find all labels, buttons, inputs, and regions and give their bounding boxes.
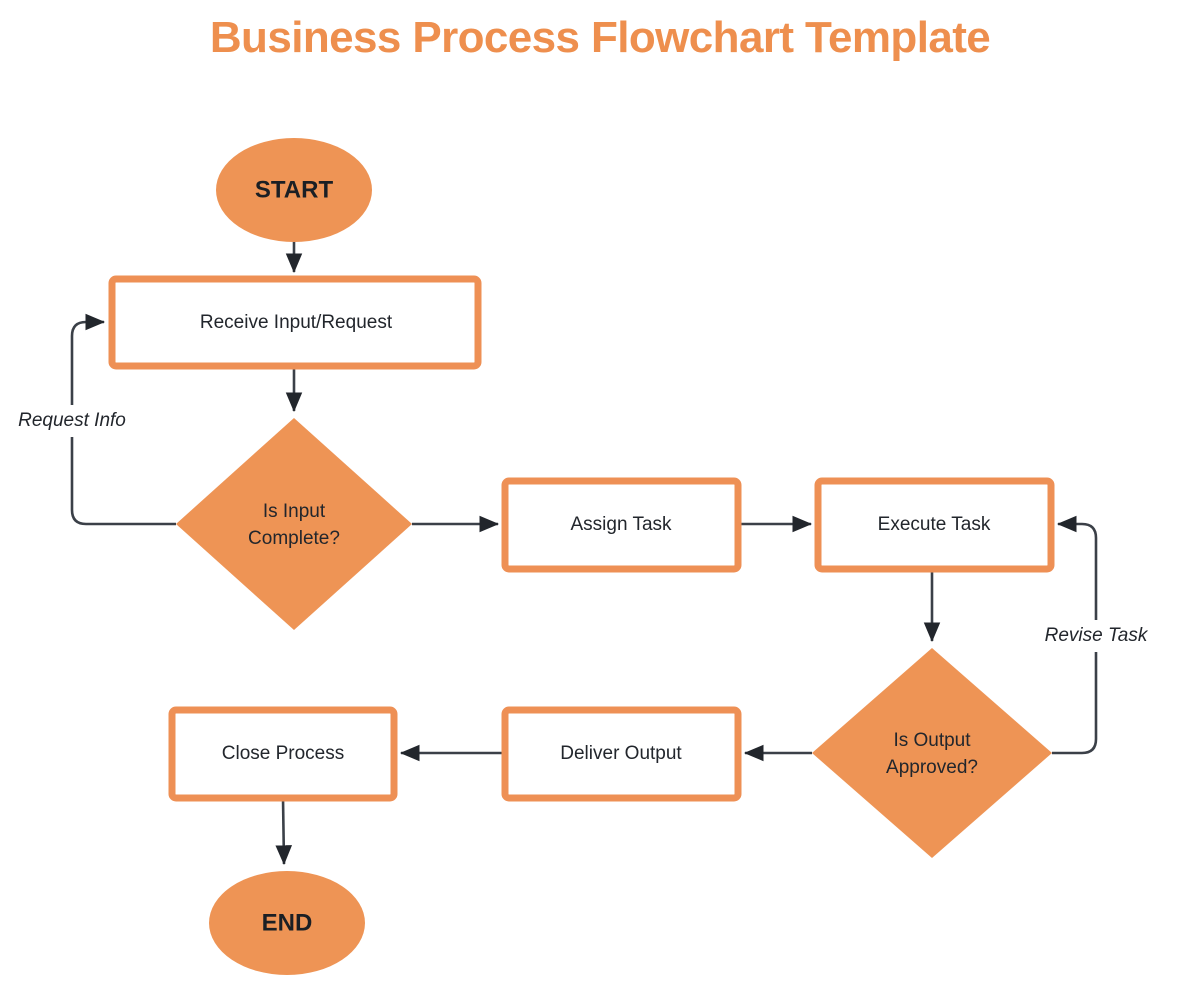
execute-task-box[interactable] bbox=[814, 477, 1055, 573]
node-end[interactable]: END bbox=[209, 871, 365, 975]
page-title: Business Process Flowchart Template bbox=[209, 13, 991, 62]
is-input-complete-label-line1: Is Input bbox=[263, 501, 326, 522]
connectors-layer bbox=[70, 242, 1098, 866]
deliver-output-label: Deliver Output bbox=[560, 743, 682, 764]
edge-close-to-end bbox=[275, 797, 293, 866]
node-deliver-output[interactable]: Deliver Output bbox=[501, 706, 742, 802]
end-ellipse[interactable] bbox=[209, 871, 365, 975]
assign-task-label: Assign Task bbox=[570, 514, 672, 535]
edge-decide2-to-execute-loop-upper bbox=[1056, 515, 1098, 620]
node-decision-is-output-approved[interactable]: Is Output Approved? bbox=[812, 648, 1052, 858]
edge-label-request-info: Request Info bbox=[18, 410, 126, 431]
is-input-complete-label-line2: Complete? bbox=[248, 528, 340, 549]
edge-decide1-to-receive-loop-upper bbox=[70, 313, 106, 405]
close-process-label: Close Process bbox=[222, 743, 345, 764]
assign-task-box[interactable] bbox=[501, 477, 742, 573]
execute-task-label: Execute Task bbox=[878, 514, 991, 535]
node-close-process[interactable]: Close Process bbox=[168, 706, 398, 802]
node-start[interactable]: START bbox=[216, 138, 372, 242]
end-label: END bbox=[262, 909, 313, 936]
deliver-output-box[interactable] bbox=[501, 706, 742, 802]
receive-input-request-label: Receive Input/Request bbox=[200, 312, 393, 333]
start-label: START bbox=[255, 176, 334, 203]
edge-decide1-to-receive-loop-lower bbox=[70, 437, 176, 526]
receive-input-request-box[interactable] bbox=[108, 275, 482, 370]
start-ellipse[interactable] bbox=[216, 138, 372, 242]
node-receive-input-request[interactable]: Receive Input/Request bbox=[108, 275, 482, 370]
node-decision-is-input-complete[interactable]: Is Input Complete? bbox=[176, 418, 412, 630]
is-output-approved-label-line2: Approved? bbox=[886, 757, 978, 778]
is-output-approved-label-line1: Is Output bbox=[893, 730, 971, 751]
is-input-complete-diamond[interactable] bbox=[176, 418, 412, 630]
node-execute-task[interactable]: Execute Task bbox=[814, 477, 1055, 573]
close-process-box[interactable] bbox=[168, 706, 398, 802]
edge-label-revise-task: Revise Task bbox=[1045, 625, 1149, 646]
edge-decide2-to-execute-loop-lower bbox=[1052, 652, 1098, 755]
node-assign-task[interactable]: Assign Task bbox=[501, 477, 742, 573]
is-output-approved-diamond[interactable] bbox=[812, 648, 1052, 858]
